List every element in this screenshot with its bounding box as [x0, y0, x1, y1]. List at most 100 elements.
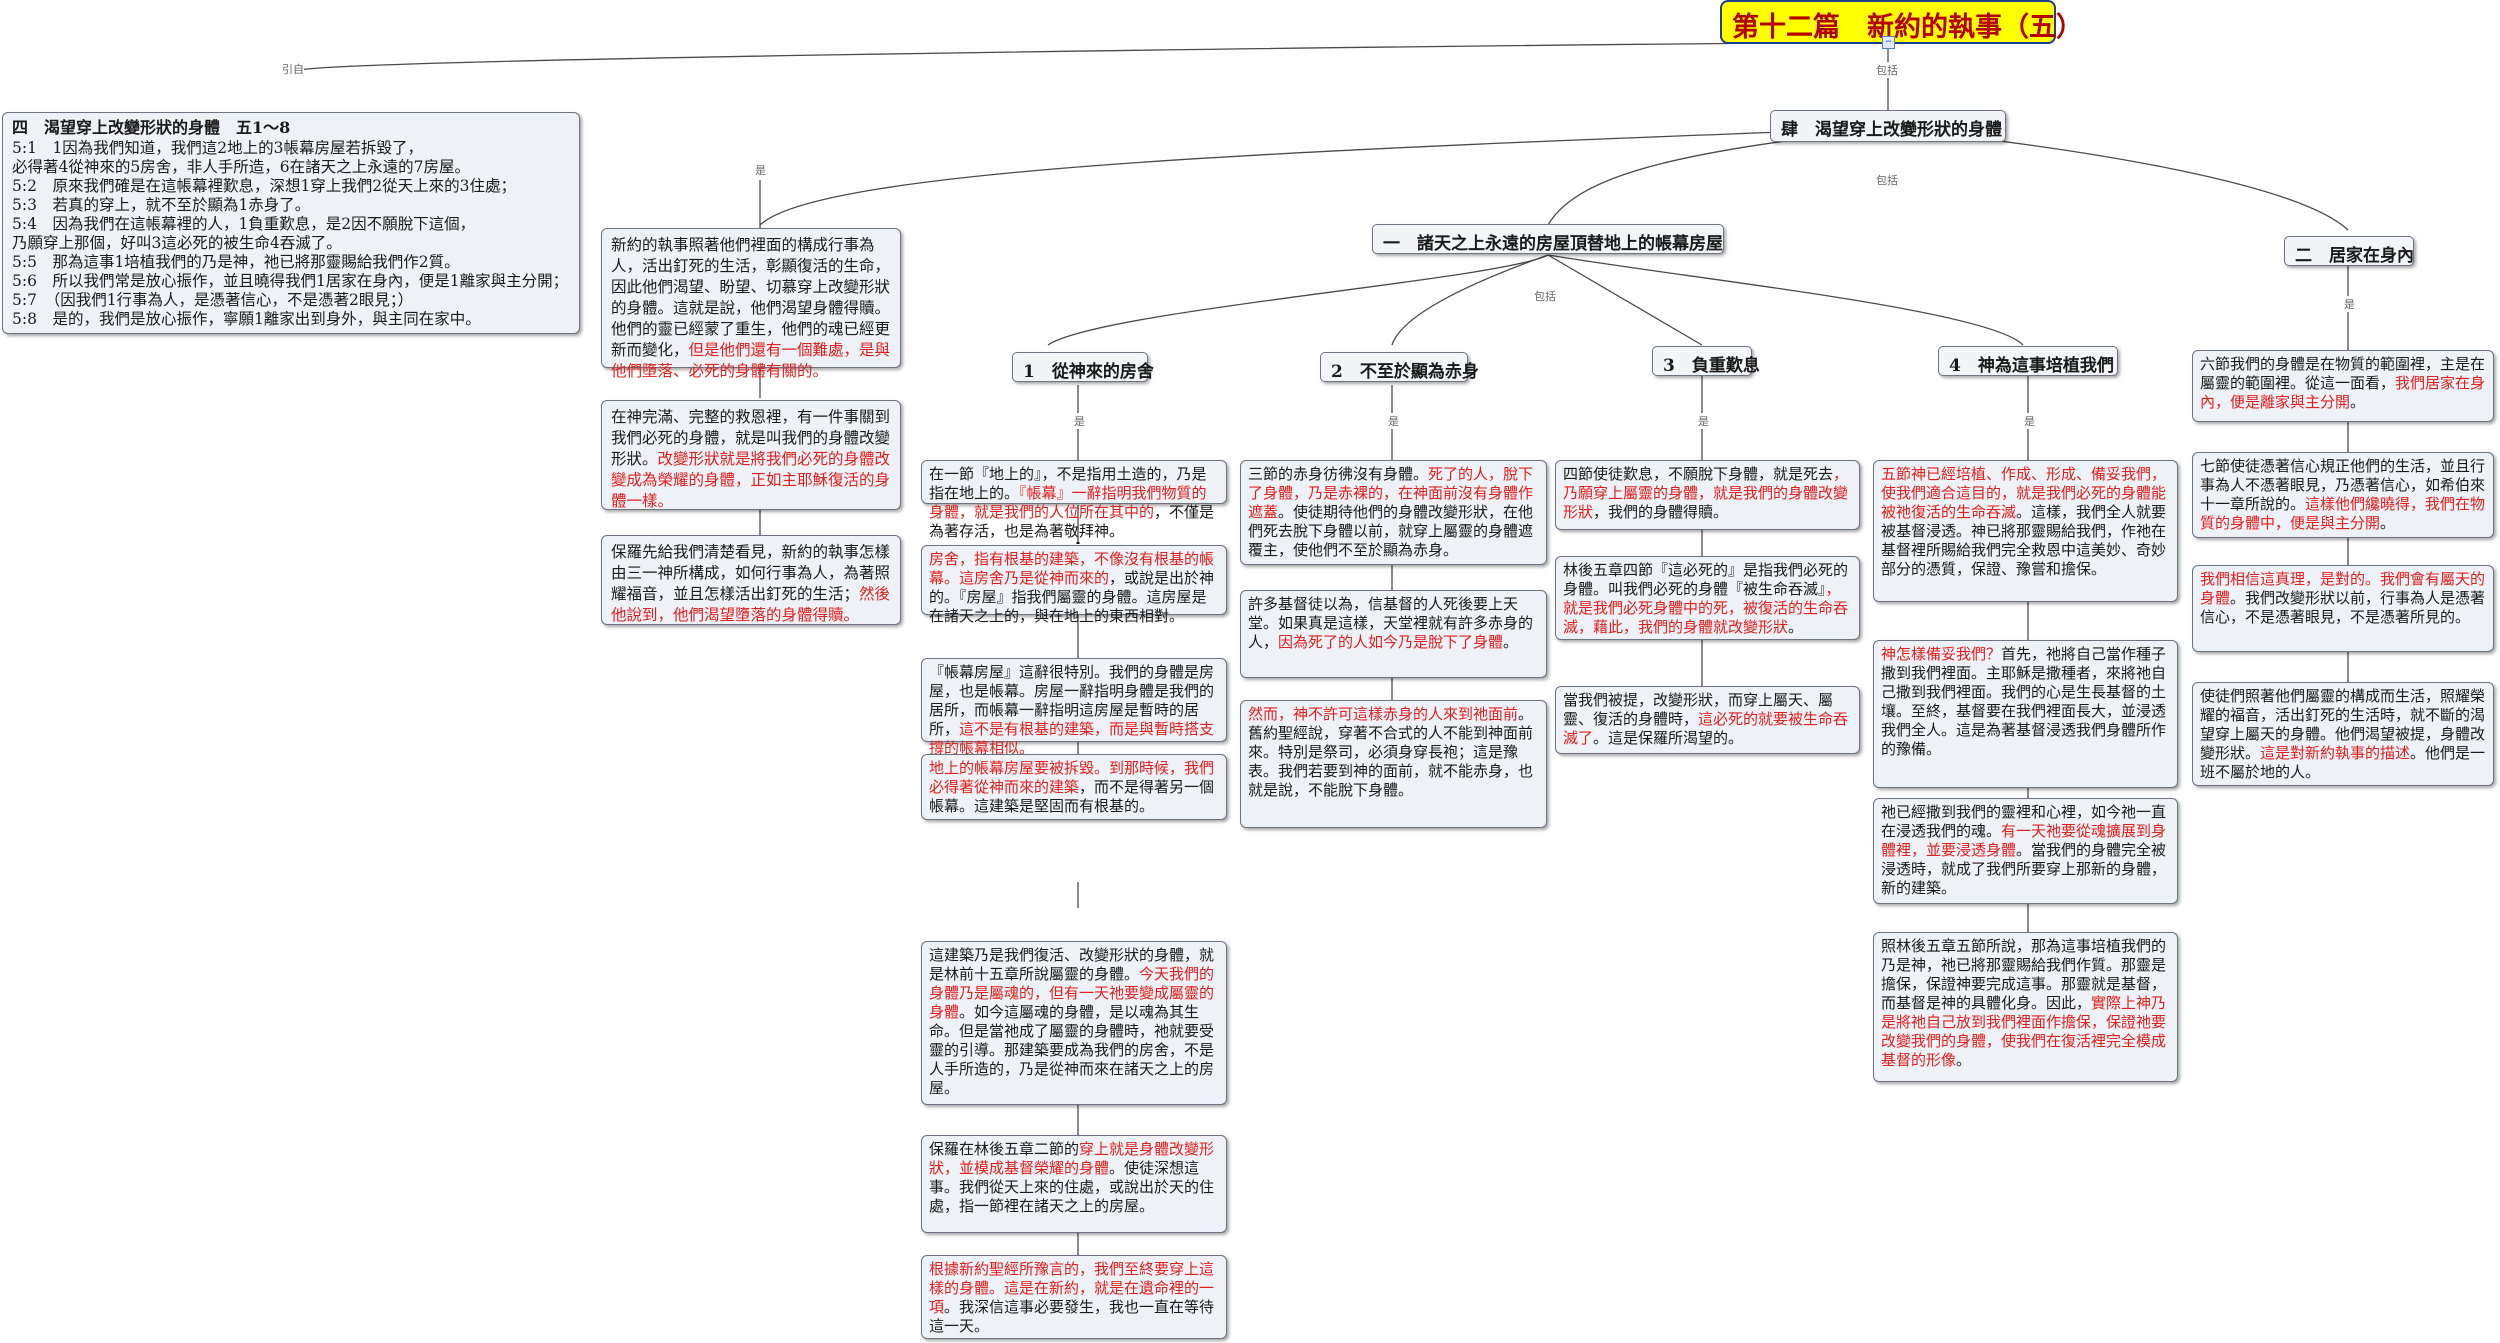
note-highlight: 但是他們還有一個難處，是與他們墮落、必死的身體有關的。 — [611, 341, 891, 380]
note-card[interactable]: 四節使徒歎息，不願脫下身體，就是死去，乃願穿上屬靈的身體，就是我們的身體改變形狀… — [1555, 460, 1860, 530]
note-text: 。 — [2350, 393, 2366, 411]
note-card[interactable]: 林後五章四節『這必死的』是指我們必死的身體。叫我們必死的身體『被生命吞滅』，就是… — [1555, 556, 1860, 640]
note-card[interactable]: 七節使徒憑著信心規正他們的生活，並且行事為人不憑著眼見，乃憑著信心，如希伯來十一… — [2192, 452, 2494, 538]
subtopic-heading[interactable]: 一 諸天之上永遠的房屋頂替地上的帳幕房屋 — [1372, 224, 1724, 254]
note-text: 六節我們的身體是在物質的範圍裡，主是在屬靈的範圍裡。從這一面看， — [2200, 355, 2486, 392]
note-text: 祂已經撒到我們的靈裡和心裡，如今祂一直在浸透我們的魂。 — [1881, 803, 2167, 840]
verse-line: 5:6 所以我們常是放心振作，並且曉得我們1居家在身內，便是1離家與主分開； — [12, 272, 569, 290]
connector-label: 是 — [2024, 413, 2035, 429]
verse-line: 5:4 因為我們在這帳幕裡的人，1負重歎息，是2因不願脫下這個， — [12, 215, 476, 233]
note-text: ，我們的身體得贖。 — [1593, 503, 1729, 521]
note-text: 林後五章四節『這必死的』是指我們必死的身體。叫我們必死的身體『被生命吞滅』 — [1563, 561, 1849, 598]
verse-line: 5:5 那為這事1培植我們的乃是神，祂已將那靈賜給我們作2質。 — [12, 253, 460, 271]
connector-label: 包括 — [1876, 62, 1898, 78]
note-card[interactable]: 在一節『地上的』，不是指用土造的，乃是指在地上的。『帳幕』一辭指明我們物質的身體… — [921, 460, 1227, 540]
note-highlight: 神怎樣備妥我們？ — [1881, 645, 2002, 663]
note-text: ，而不是得著另一個帳幕。這建築是堅固而有根基的。 — [929, 778, 1215, 815]
note-card[interactable]: 這建築乃是我們復活、改變形狀的身體，就是林前十五章所說屬靈的身體。今天我們的身體… — [921, 941, 1227, 1105]
note-text: 。這樣，我們全人就要被基督浸透。神已將那靈賜給我們，作祂在基督裡所賜給我們完全救… — [1881, 503, 2167, 578]
note-highlight: 這樣他們纔曉得，我們在物質的身體中，便是與主分開 — [2200, 495, 2486, 532]
note-highlight: 改變形狀就是將我們必死的身體改變成為榮耀的身體，正如主耶穌復活的身體一樣。 — [611, 450, 891, 510]
note-text: 當我們被提，改變形狀，而穿上屬天、屬靈、復活的身體時， — [1563, 691, 1834, 728]
note-text: 。 — [1788, 618, 1804, 636]
scripture-heading: 四 渴望穿上改變形狀的身體 五1～8 — [12, 118, 291, 137]
note-text: 保羅先給我們清楚看見，新約的執事怎樣由三一神所構成，如何行事為人，為著照耀福音，… — [611, 543, 891, 603]
note-highlight: 五節神已經培植、作成、形成、備妥我們，使我們適合這目的，就是我們必死的身體能被祂… — [1881, 465, 2167, 521]
note-text: 。 — [1956, 1051, 1972, 1069]
note-card[interactable]: 地上的帳幕房屋要被拆毀。到那時候，我們必得著從神而來的建築，而不是得著另一個帳幕… — [921, 754, 1227, 820]
point-heading-2[interactable]: 2 不至於顯為赤身 — [1320, 352, 1479, 382]
collapse-toggle-icon[interactable]: − — [1882, 36, 1895, 49]
note-card[interactable]: 保羅在林後五章二節的穿上就是身體改變形狀，並模成基督榮耀的身體。使徒深想這事。我… — [921, 1135, 1227, 1233]
note-card[interactable]: 使徒們照著他們屬靈的構成而生活，照耀榮耀的福音，活出釘死的生活時，就不斷的渴望穿… — [2192, 682, 2494, 786]
note-text: 。我們改變形狀以前，行事為人是憑著信心，不是憑著眼見，不是憑著所見的。 — [2200, 589, 2486, 626]
note-card[interactable]: 『帳幕房屋』這辭很特別。我們的身體是房屋，也是帳幕。房屋一辭指明身體是我們的居所… — [921, 658, 1227, 757]
note-card[interactable]: 房舍，指有根基的建築，不像沒有根基的帳幕。這房舍乃是從神而來的，或說是出於神的。… — [921, 545, 1227, 625]
verse-line: 5:3 若真的穿上，就不至於顯為1赤身了。 — [12, 196, 311, 214]
note-highlight: 這不是有根基的建築，而是與暫時搭支撐的帳幕相似。 — [929, 720, 1215, 757]
verse-line: 乃願穿上那個，好叫3這必死的被生命4吞滅了。 — [12, 234, 342, 252]
connector-label: 包括 — [1534, 288, 1556, 304]
note-text: 使徒們照著他們屬靈的構成而生活，照耀榮耀的福音，活出釘死的生活時，就不斷的渴望穿… — [2200, 687, 2486, 762]
note-card[interactable]: 五節神已經培植、作成、形成、備妥我們，使我們適合這目的，就是我們必死的身體能被祂… — [1873, 460, 2178, 602]
verse-line: 必得著4從神來的5房舍，非人手所造，6在諸天之上永遠的7房屋。 — [12, 158, 470, 176]
subtopic-heading-2[interactable]: 二 居家在身內 — [2284, 236, 2414, 266]
note-text: 。使徒深想這事。我們從天上來的住處，或說出於天的住處，指一節裡在諸天之上的房屋。 — [929, 1159, 1215, 1215]
note-highlight: 實際上神乃是將祂自己放到我們裡面作擔保，保證祂要改變我們的身體，使我們在復活裡完… — [1881, 994, 2167, 1069]
note-card[interactable]: 然而，神不許可這樣赤身的人來到祂面前。舊約聖經說，穿著不合式的人不能到神面前來。… — [1240, 700, 1547, 828]
connector-label: 引自 — [282, 61, 304, 77]
note-card[interactable]: 許多基督徒以為，信基督的人死後要上天堂。如果真是這樣，天堂裡就有許多赤身的人，因… — [1240, 590, 1547, 678]
note-card[interactable]: 保羅先給我們清楚看見，新約的執事怎樣由三一神所構成，如何行事為人，為著照耀福音，… — [601, 535, 901, 625]
connector-label: 是 — [2344, 296, 2355, 312]
note-text: 。如今這屬魂的身體，是以魂為其生命。但是當祂成了屬靈的身體時，祂就要受靈的引導。… — [929, 1003, 1215, 1097]
note-highlight: 因為死了的人如今乃是脫下了身體 — [1278, 633, 1504, 651]
note-highlight: 我們相信這真理，是對的。我們會有屬天的身體 — [2200, 570, 2486, 607]
note-highlight: 我們居家在身內，便是離家與主分開 — [2200, 374, 2486, 411]
note-text: 『帳幕房屋』這辭很特別。我們的身體是房屋，也是帳幕。房屋一辭指明身體是我們的居所… — [929, 663, 1215, 738]
note-highlight: 然而，神不許可這樣赤身的人來到祂面前 — [1248, 705, 1519, 723]
note-card[interactable]: 我們相信這真理，是對的。我們會有屬天的身體。我們改變形狀以前，行事為人是憑著信心… — [2192, 565, 2494, 652]
note-card[interactable]: 根據新約聖經所豫言的，我們至終要穿上這樣的身體。這是在新約，就是在遺命裡的一項。… — [921, 1255, 1227, 1339]
point-heading-4[interactable]: 4 神為這事培植我們 — [1938, 346, 2118, 376]
note-text: 照林後五章五節所說，那為這事培植我們的乃是神，祂已將那靈賜給我們作質。那靈是擔保… — [1881, 937, 2167, 1012]
connector-label: 包括 — [1876, 172, 1898, 188]
note-card[interactable]: 照林後五章五節所說，那為這事培植我們的乃是神，祂已將那靈賜給我們作質。那靈是擔保… — [1873, 932, 2178, 1082]
connector-label: 是 — [755, 162, 766, 178]
connector-label: 是 — [1074, 413, 1085, 429]
note-card[interactable]: 當我們被提，改變形狀，而穿上屬天、屬靈、復活的身體時，這必死的就要被生命吞滅了。… — [1555, 686, 1860, 754]
note-card[interactable]: 在神完滿、完整的救恩裡，有一件事關到我們必死的身體，就是叫我們的身體改變形狀。改… — [601, 400, 901, 510]
note-text: 三節的赤身彷彿沒有身體。 — [1248, 465, 1429, 483]
note-highlight: 死了的人，脫下了身體，乃是赤裸的，在神面前沒有身體作遮蓋 — [1248, 465, 1534, 521]
point-heading-1[interactable]: 1 從神來的房舍 — [1012, 352, 1154, 382]
note-text: 保羅在林後五章二節的 — [929, 1140, 1080, 1158]
note-text: 這建築乃是我們復活、改變形狀的身體，就是林前十五章所說屬靈的身體。 — [929, 946, 1215, 983]
note-card[interactable]: 六節我們的身體是在物質的範圍裡，主是在屬靈的範圍裡。從這一面看，我們居家在身內，… — [2192, 350, 2494, 422]
note-highlight: 然後他說到，他們渴望墮落的身體得贖。 — [611, 585, 891, 624]
note-highlight: 這是對新約執事的描述 — [2260, 744, 2411, 762]
note-text: ，或說是出於神的。『房屋』指我們屬靈的身體。這房屋是在諸天之上的，與在地上的東西… — [929, 569, 1215, 625]
connector-label: 是 — [1698, 413, 1709, 429]
note-card[interactable]: 新約的執事照著他們裡面的構成行事為人，活出釘死的生活，彰顯復活的生命，因此他們渴… — [601, 228, 901, 380]
verse-line: 5:2 原來我們確是在這帳幕裡歎息，深想1穿上我們2從天上來的3住處； — [12, 177, 517, 195]
scripture-section-node[interactable]: 四 渴望穿上改變形狀的身體 五1～8 5:1 1因為我們知道，我們這2地上的3帳… — [2, 112, 580, 334]
note-highlight: 『帳幕』一辭指明我們物質的身體，就是我們的人位所在其中的 — [929, 484, 1207, 521]
note-highlight: 這必死的就要被生命吞滅了 — [1563, 710, 1849, 747]
note-text: 在神完滿、完整的救恩裡，有一件事關到我們必死的身體，就是叫我們的身體改變形狀。 — [611, 408, 891, 468]
connector-label: 是 — [1388, 413, 1399, 429]
note-highlight: ，乃願穿上屬靈的身體，就是我們的身體改變形狀 — [1563, 465, 1849, 521]
main-topic-heading[interactable]: 肆 渴望穿上改變形狀的身體 — [1770, 110, 2006, 142]
note-text: 在一節『地上的』，不是指用土造的，乃是指在地上的。 — [929, 465, 1207, 502]
point-heading-3[interactable]: 3 負重歎息 — [1652, 346, 1760, 376]
note-card[interactable]: 祂已經撒到我們的靈裡和心裡，如今祂一直在浸透我們的魂。有一天祂要從魂擴展到身體裡… — [1873, 798, 2178, 904]
note-text: ，不僅是為著存活，也是為著敬拜神。 — [929, 503, 1215, 540]
note-highlight: 根據新約聖經所豫言的，我們至終要穿上這樣的身體。這是在新約，就是在遺命裡的一項 — [929, 1260, 1215, 1316]
note-card[interactable]: 三節的赤身彷彿沒有身體。死了的人，脫下了身體，乃是赤裸的，在神面前沒有身體作遮蓋… — [1240, 460, 1547, 565]
note-highlight: 房舍，指有根基的建築，不像沒有根基的帳幕。這房舍乃是從神而來的 — [929, 550, 1215, 587]
verse-line: 5:1 1因為我們知道，我們這2地上的3帳幕房屋若拆毀了， — [12, 139, 424, 157]
note-card[interactable]: 神怎樣備妥我們？首先，祂將自己當作種子撒到我們裡面。主耶穌是撒種者，來將祂自己撒… — [1873, 640, 2178, 788]
note-text: 首先，祂將自己當作種子撒到我們裡面。主耶穌是撒種者，來將祂自己撒到我們裡面。我們… — [1881, 645, 2167, 758]
note-highlight: ，就是我們必死身體中的死，被復活的生命吞滅，藉此，我們的身體就改變形狀 — [1563, 580, 1849, 636]
note-highlight: 有一天祂要從魂擴展到身體裡，並要浸透身體 — [1881, 822, 2167, 859]
note-text: 。我深信這事必要發生，我也一直在等待這一天。 — [929, 1298, 1215, 1335]
note-text: 。當我們的身體完全被浸透時，就成了我們所要穿上那新的身體，新的建築。 — [1881, 841, 2167, 897]
